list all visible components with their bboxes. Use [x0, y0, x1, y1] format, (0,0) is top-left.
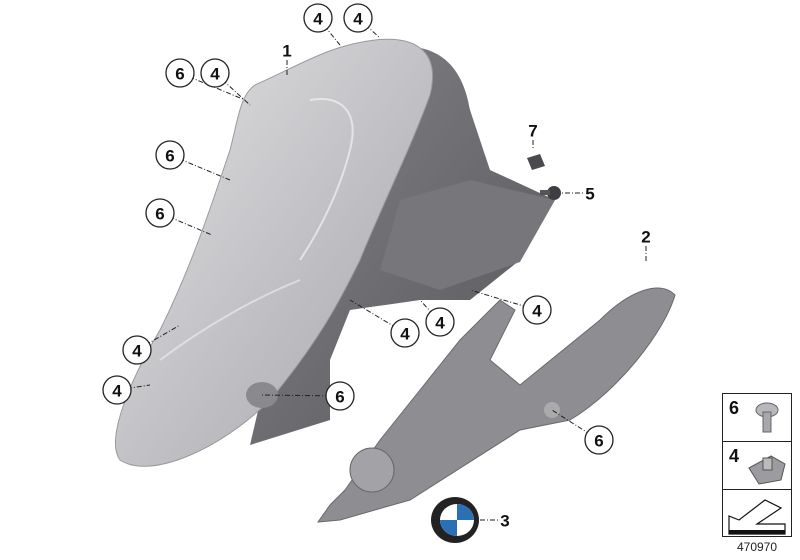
callout-6: 6 — [155, 140, 185, 170]
callout-background — [498, 510, 512, 530]
callout-number: 4 — [400, 325, 410, 344]
callout-2: 2 — [639, 226, 653, 247]
callout-circle — [390, 318, 420, 348]
callout-6: 6 — [584, 425, 614, 455]
leader-line — [551, 409, 600, 441]
callout-4: 4 — [343, 3, 373, 33]
leader-line — [136, 324, 181, 351]
callout-6: 6 — [165, 58, 195, 88]
callout-number: 6 — [155, 205, 164, 224]
callout-background — [583, 183, 597, 203]
legend-number: 4 — [729, 446, 740, 466]
callout-circle — [325, 381, 355, 411]
clip-nut-icon — [748, 455, 786, 485]
callout-number: 6 — [594, 432, 603, 451]
callout-4: 4 — [303, 3, 333, 33]
callout-7: 7 — [526, 120, 540, 141]
part-5-screw — [540, 186, 561, 200]
screw-icon — [755, 402, 779, 433]
callout-6: 6 — [325, 381, 355, 411]
diagram-number: 470970 — [736, 540, 778, 554]
callout-background — [526, 120, 540, 140]
callout-circle — [343, 3, 373, 33]
callout-circle — [522, 295, 552, 325]
callout-number: 4 — [435, 314, 445, 333]
callout-5: 5 — [583, 183, 597, 204]
callout-number: 3 — [500, 512, 509, 531]
fastener-legend: 6 4 — [722, 393, 792, 537]
part-7-grommet — [527, 154, 545, 170]
callout-number: 6 — [335, 388, 344, 407]
callout-6: 6 — [145, 198, 175, 228]
callout-4: 4 — [200, 58, 230, 88]
leader-line — [317, 17, 341, 46]
leader-line — [116, 384, 151, 391]
callout-background — [280, 40, 294, 60]
callout-number: 6 — [175, 65, 184, 84]
callout-circle — [122, 335, 152, 365]
callout-number: 4 — [313, 10, 323, 29]
callout-number: 2 — [641, 228, 650, 247]
callout-circle — [584, 425, 614, 455]
callout-circle — [155, 140, 185, 170]
callout-circle — [200, 58, 230, 88]
part-2-trim-panel — [316, 287, 676, 523]
callout-circle — [425, 307, 455, 337]
callout-4: 4 — [102, 375, 132, 405]
callout-background — [639, 226, 653, 246]
callout-circle — [102, 375, 132, 405]
callouts: 4 4 1 6 4 6 6 7 5 2 4 4 4 4 6 4 6 3 — [102, 3, 653, 531]
callout-4: 4 — [390, 318, 420, 348]
callout-number: 6 — [165, 147, 174, 166]
callout-circle — [303, 3, 333, 33]
callout-number: 4 — [132, 342, 142, 361]
callout-3: 3 — [498, 510, 512, 531]
callout-number: 7 — [528, 122, 537, 141]
callout-number: 4 — [353, 10, 363, 29]
callout-1: 1 — [280, 40, 294, 61]
callout-number: 4 — [532, 302, 542, 321]
legend-item-clip-nut: 4 — [723, 442, 791, 490]
callout-4: 4 — [425, 307, 455, 337]
callout-4: 4 — [522, 295, 552, 325]
callout-number: 1 — [282, 42, 291, 61]
callout-circle — [165, 58, 195, 88]
leader-line — [159, 212, 213, 236]
callout-circle — [145, 198, 175, 228]
legend-item-arrow — [723, 490, 791, 537]
legend-item-screw: 6 — [723, 394, 791, 442]
callout-number: 4 — [210, 65, 220, 84]
part-1-seat-cover — [115, 38, 434, 467]
arrow-icon — [728, 499, 786, 535]
callout-number: 5 — [585, 185, 594, 204]
callout-number: 4 — [112, 382, 122, 401]
legend-number: 6 — [729, 398, 740, 418]
callout-4: 4 — [122, 335, 152, 365]
part-3-bmw-emblem — [431, 497, 479, 543]
